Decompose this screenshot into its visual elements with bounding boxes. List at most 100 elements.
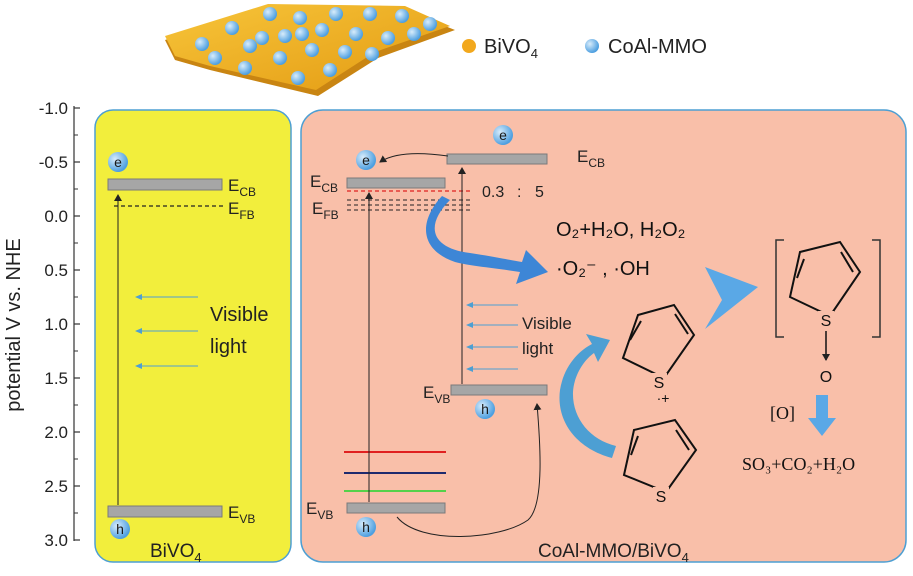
ratio-value-b: 5 bbox=[535, 184, 544, 201]
composite-electron-right-label: e bbox=[499, 127, 507, 143]
coal-mmo-sphere bbox=[407, 27, 421, 41]
axis-tick-label: 2.5 bbox=[44, 477, 68, 496]
sulfoxide-sulfur: S bbox=[821, 313, 832, 330]
coal-mmo-sphere bbox=[263, 7, 277, 21]
coal-mmo-sphere bbox=[315, 23, 329, 37]
composite-panel: e e h h ECB EFB EVB ECB EVB 0.3 : 5 Visi… bbox=[300, 109, 907, 565]
thiophene-sulfoxide: S O bbox=[775, 239, 881, 386]
bivo4-ecb-label: ECB bbox=[228, 176, 256, 199]
adsorption-arrow bbox=[559, 334, 616, 458]
composite-hole-right-label: h bbox=[481, 401, 489, 417]
coal-mmo-sphere bbox=[381, 31, 395, 45]
coal-mmo-sphere bbox=[238, 61, 252, 75]
coal-mmo-spheres bbox=[195, 7, 437, 85]
bivo4-panel-title: BiVO4 bbox=[150, 541, 202, 565]
reaction-radicals: ·O₂⁻ , ·OH bbox=[556, 258, 650, 280]
coal-mmo-sphere bbox=[323, 63, 337, 77]
axis-tick-label: 0.0 bbox=[44, 207, 68, 226]
bivo4-valence-band bbox=[107, 505, 223, 518]
composite-electron-right bbox=[493, 125, 513, 145]
legend-coal-mmo-marker bbox=[585, 39, 599, 53]
bivo4-electron bbox=[108, 152, 128, 172]
axis-tick-label: 3.0 bbox=[44, 531, 68, 550]
potential-axis: -1.0 -0.5 0.0 0.5 1.0 1.5 2.0 2.5 3.0 potential … bbox=[3, 99, 80, 550]
thiophene-sulfur: S bbox=[656, 489, 667, 506]
bivo4-panel-background bbox=[94, 109, 292, 563]
bivo4-conduction-band bbox=[107, 178, 223, 191]
bivo4-hole bbox=[110, 519, 130, 539]
axis-tick-label: 0.5 bbox=[44, 261, 68, 280]
ratio-value-a: 0.3 bbox=[482, 184, 504, 201]
coal-mmo-sphere bbox=[349, 27, 363, 41]
coal-mmo-sphere bbox=[329, 7, 343, 21]
axis-tick-label: -0.5 bbox=[39, 153, 68, 172]
coal-mmo-sphere bbox=[338, 45, 352, 59]
bivo4-evb-label: EVB bbox=[228, 503, 255, 526]
coal-mmo-sphere bbox=[225, 21, 239, 35]
coal-mmo-sphere bbox=[365, 47, 379, 61]
bivo4-conduction-band-composite bbox=[346, 177, 446, 189]
composite-panel-background bbox=[300, 109, 907, 563]
composite-evb-right-label: EVB bbox=[423, 383, 450, 406]
coal-mmo-valence-band bbox=[450, 384, 548, 396]
composite-hole-left-label: h bbox=[362, 519, 370, 535]
hole-transfer-arrow bbox=[396, 403, 542, 537]
composite-hole-right bbox=[475, 399, 495, 419]
composite-ecb-left-label: ECB bbox=[310, 172, 338, 195]
thiophene-adsorbed-sulfur: S bbox=[654, 375, 665, 392]
coal-mmo-sphere bbox=[295, 27, 309, 41]
final-products: SO₃+CO₂+H₂O bbox=[742, 454, 855, 474]
composite-efb-left-label: EFB bbox=[312, 199, 339, 222]
composite-ecb-right-label: ECB bbox=[577, 147, 605, 170]
coal-mmo-conduction-band bbox=[446, 153, 548, 165]
composite-light-label-1: Visible bbox=[522, 314, 572, 333]
composite-hole-left bbox=[356, 517, 376, 537]
composite-evb-left-label: EVB bbox=[306, 499, 333, 522]
coal-mmo-sphere bbox=[208, 51, 222, 65]
oxidant-label: [O] bbox=[770, 403, 795, 423]
axis-tick-label: 1.0 bbox=[44, 315, 68, 334]
axis-tick-label: 2.0 bbox=[44, 423, 68, 442]
bivo4-light-label-2: light bbox=[210, 336, 247, 358]
axis-tick-label: -1.0 bbox=[39, 99, 68, 118]
bivo4-hole-label: h bbox=[116, 521, 124, 537]
coal-mmo-sphere bbox=[293, 11, 307, 25]
coal-mmo-sphere bbox=[423, 17, 437, 31]
axis-tick-label: 1.5 bbox=[44, 369, 68, 388]
legend-bivo4-marker bbox=[462, 39, 476, 53]
thiophene-adsorbed: S ·+ bbox=[621, 303, 696, 406]
coal-mmo-sphere bbox=[278, 29, 292, 43]
oxidation-down-arrow bbox=[808, 395, 836, 436]
coal-mmo-sphere bbox=[273, 51, 287, 65]
coal-mmo-sphere bbox=[305, 43, 319, 57]
composite-light-label-2: light bbox=[522, 339, 553, 358]
reaction-reactants: O₂+H₂O, H₂O₂ bbox=[556, 219, 685, 241]
axis-ticks: -1.0 -0.5 0.0 0.5 1.0 1.5 2.0 2.5 3.0 bbox=[39, 99, 80, 550]
bivo4-efb-label: EFB bbox=[228, 199, 255, 222]
coal-mmo-sphere bbox=[291, 71, 305, 85]
adsorption-marker: ·+ bbox=[657, 390, 670, 406]
coal-mmo-sphere bbox=[363, 7, 377, 21]
oxidation-chevron-arrow bbox=[705, 267, 758, 329]
coal-mmo-sphere bbox=[195, 37, 209, 51]
coal-mmo-sphere bbox=[243, 39, 257, 53]
coal-mmo-sphere bbox=[395, 9, 409, 23]
bivo4-valence-band-composite bbox=[346, 502, 446, 514]
coal-mmo-sphere bbox=[255, 31, 269, 45]
thiophene: S bbox=[622, 418, 698, 506]
composite-electron-left bbox=[356, 150, 376, 170]
legend-coal-mmo-label: CoAl-MMO bbox=[608, 36, 707, 58]
bivo4-plate-illustration bbox=[165, 4, 455, 96]
legend-bivo4-label: BiVO4 bbox=[484, 36, 538, 61]
bivo4-electron-label: e bbox=[114, 154, 122, 170]
ros-generation-arrow bbox=[426, 196, 548, 284]
legend: BiVO4 CoAl-MMO bbox=[462, 36, 707, 61]
composite-electron-left-label: e bbox=[362, 152, 370, 168]
axis-label: potential V vs. NHE bbox=[3, 238, 25, 411]
electron-transfer-arrow bbox=[379, 153, 449, 163]
sulfoxide-oxygen: O bbox=[820, 369, 832, 386]
ratio-separator: : bbox=[517, 184, 521, 201]
bivo4-panel: e h ECB EFB EVB Visible light BiVO4 bbox=[94, 109, 292, 565]
